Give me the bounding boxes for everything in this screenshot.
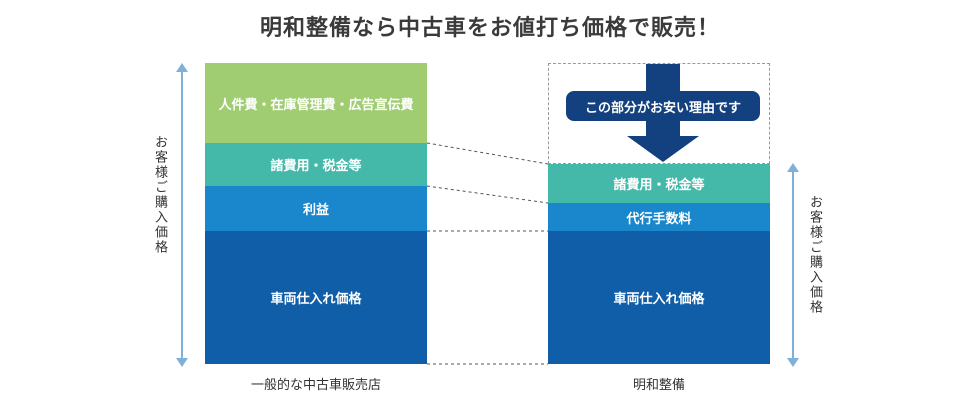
left-segment-fees: 諸費用・税金等 xyxy=(205,143,427,186)
right-segment-agency: 代行手数料 xyxy=(548,203,770,231)
right-caption: 明和整備 xyxy=(632,378,685,393)
savings-dashed-area xyxy=(548,63,770,164)
callout-bubble: この部分がお安い理由です xyxy=(566,91,760,121)
left-side-label: お客様ご購入価格 xyxy=(152,135,167,255)
left-segment-purchase: 車両仕入れ価格 xyxy=(205,231,427,364)
right-range-arrow xyxy=(787,163,799,367)
left-segment-personnel: 人件費・在庫管理費・広告宣伝費 xyxy=(205,63,427,143)
left-range-arrow xyxy=(176,63,188,367)
page-title: 明和整備なら中古車をお値打ち価格で販売！ xyxy=(259,16,720,41)
left-segment-profit: 利益 xyxy=(205,186,427,231)
right-segment-purchase: 車両仕入れ価格 xyxy=(548,231,770,364)
right-side-label: お客様ご購入価格 xyxy=(807,195,822,315)
left-caption: 一般的な中古車販売店 xyxy=(250,378,381,393)
right-segment-fees: 諸費用・税金等 xyxy=(548,164,770,203)
connector-fees-top xyxy=(426,142,549,165)
connector-profit-top xyxy=(426,185,549,204)
